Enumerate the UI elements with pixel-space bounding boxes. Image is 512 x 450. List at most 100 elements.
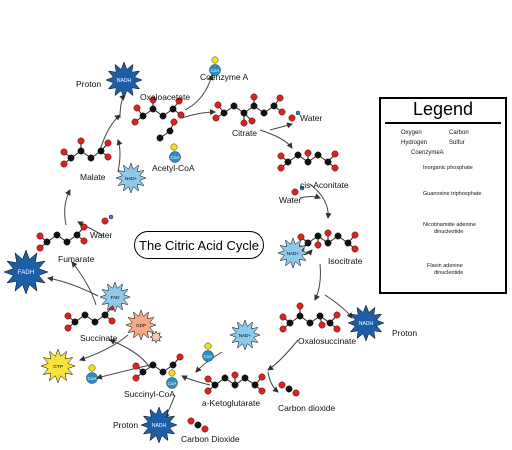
- succinate-oxygen-atom: [108, 317, 116, 325]
- cis-aconitate-oxygen-atom: [331, 164, 339, 172]
- arrow-citrate-to-aconitate: [259, 129, 293, 149]
- diagram-title: The Citric Acid Cycle: [134, 231, 264, 259]
- gtp-badge-text: GTP: [53, 364, 63, 370]
- arrow-isocitrate-to-oxalosuccinate: [314, 263, 321, 301]
- fumarate-carbon-atom: [63, 238, 71, 246]
- succinyl-coa-carbon-atom: [169, 361, 177, 369]
- legend-hydrogen-label: Hydrogen: [401, 140, 428, 146]
- a-ketoglutarate-oxygen-atom: [258, 373, 266, 381]
- arrow-nadh-out-top: [119, 94, 126, 119]
- label-a-ketoglutarate: a-Ketoglutarate: [202, 398, 261, 408]
- cis-aconitate-carbon-atom: [294, 151, 302, 159]
- succinate-carbon-atom: [81, 311, 89, 319]
- arrow-co2-release-1: [267, 371, 279, 393]
- fadh-badge-text: FADH: [18, 269, 34, 276]
- arrow-oxaloacetate-to-citrate: [181, 109, 216, 119]
- water-fumarate-hydrogen-atom: [108, 214, 114, 220]
- arrow-water-release-citrate: [269, 122, 293, 131]
- oxaloacetate-oxygen-atom: [175, 97, 183, 105]
- oxalosuccinate-oxygen-atom: [333, 311, 341, 319]
- a-ketoglutarate-carbon-atom: [241, 374, 249, 382]
- malate-oxygen-atom: [104, 153, 112, 161]
- cis-aconitate-carbon-atom: [314, 151, 322, 159]
- legend-box: Legend Oxygen Carbon Hydrogen Sulfur Coe…: [379, 97, 507, 294]
- cis-aconitate-oxygen-atom: [277, 152, 285, 160]
- arrow-coa-release-bottom: [96, 364, 151, 380]
- malate-carbon-atom: [97, 147, 105, 155]
- nadh-badge-top-text: NADH: [117, 78, 132, 84]
- arrow-nad-to-malate: [116, 139, 123, 173]
- cis-aconitate-oxygen-atom: [304, 149, 312, 157]
- coenzyme-a-coa-icon: [209, 64, 221, 76]
- fumarate-carbon-atom: [73, 231, 81, 239]
- oxalosuccinate-oxygen-atom: [279, 325, 287, 333]
- isocitrate-oxygen-atom: [351, 245, 359, 253]
- legend-title: Legend: [412, 99, 474, 119]
- isocitrate-oxygen-atom: [324, 229, 332, 237]
- a-ketoglutarate-oxygen-atom: [204, 375, 212, 383]
- arrow-fad-to-fadh: [47, 275, 99, 297]
- arrow-ketoglutarate-to-succinylcoa: [181, 375, 211, 386]
- acetyl-coa-coa-icon: [169, 151, 181, 163]
- fad-badge-icon: [99, 281, 131, 313]
- label-oxaloacetate: Oxaloacetate: [140, 92, 191, 102]
- oxalosuccinate-oxygen-atom: [333, 325, 341, 333]
- nadh-badge-right-text: NADH: [359, 321, 374, 327]
- legend-carbon-label: Carbon: [449, 130, 469, 136]
- arrow-succinate-to-fumarate: [71, 261, 97, 306]
- legend-nadh-desc-2: dinucleotide: [434, 229, 464, 235]
- water-aconitate-oxygen-atom: [291, 188, 299, 196]
- a-ketoglutarate-carbon-atom: [231, 381, 239, 389]
- fumarate-carbon-atom: [43, 238, 51, 246]
- label-cis-aconitate: cis-Aconitate: [300, 180, 349, 190]
- fumarate-oxygen-atom: [36, 232, 44, 240]
- nadh-badge-right-icon: [347, 304, 385, 342]
- label-proton-right: Proton: [392, 328, 418, 338]
- isocitrate-oxygen-atom: [351, 231, 359, 239]
- ketoglutarate-coa-sulfur-atom: [204, 342, 212, 350]
- acetyl-coa-carbon-atom: [156, 134, 164, 142]
- legend-divider: [385, 122, 501, 124]
- oxaloacetate-oxygen-atom: [133, 104, 141, 112]
- arrow-fumarate-to-malate: [64, 189, 71, 226]
- oxalosuccinate-carbon-atom: [306, 319, 314, 327]
- oxaloacetate-oxygen-atom: [177, 111, 185, 119]
- succinyl-coa-oxygen-atom: [132, 362, 140, 370]
- fadh-badge-icon: [3, 249, 49, 295]
- succinyl-coa-sulfur-atom: [168, 369, 176, 377]
- co2-1-oxygen-atom: [292, 389, 300, 397]
- succinyl-coa-carbon-atom: [139, 368, 147, 376]
- label-succinyl-coa: Succinyl-CoA: [124, 389, 176, 399]
- label-malate: Malate: [80, 172, 106, 182]
- label-carbon-dioxide-1: Carbon dioxide: [278, 403, 336, 413]
- coenzyme-a-coa-text: CoA: [211, 68, 220, 73]
- citrate-oxygen-atom: [250, 93, 258, 101]
- oxaloacetate-carbon-atom: [139, 112, 147, 120]
- succinyl-coa-coa-icon: [166, 377, 178, 389]
- arrow-nad-to-ketoglutarate: [195, 351, 223, 373]
- cis-aconitate-carbon-atom: [304, 158, 312, 166]
- co2-2-carbon-atom: [194, 421, 202, 429]
- cis-aconitate-oxygen-atom: [331, 150, 339, 158]
- fumarate-carbon-atom: [53, 231, 61, 239]
- arrow-oxalosuccinate-to-ketoglutarate: [267, 339, 299, 371]
- water-citrate-oxygen-atom: [288, 114, 296, 122]
- isocitrate-carbon-atom: [314, 232, 322, 240]
- citrate-oxygen-atom: [248, 117, 256, 125]
- arrow-aconitate-to-isocitrate: [309, 183, 332, 219]
- succinate-carbon-atom: [91, 318, 99, 326]
- legend-sulfur-label: Sulfur: [449, 140, 465, 146]
- legend-fadh-desc-2: dinucleotide: [434, 270, 464, 276]
- nad-badge-isocitrate-icon: [277, 237, 309, 269]
- malate-carbon-atom: [77, 147, 85, 155]
- label-succinate: Succinate: [80, 333, 118, 343]
- ketoglutarate-coa-coa-text: CoA: [204, 354, 213, 359]
- nad-badge-isocitrate-text: NAD+: [287, 251, 300, 256]
- a-ketoglutarate-carbon-atom: [221, 374, 229, 382]
- acetyl-coa-coa-text: CoA: [171, 155, 180, 160]
- isocitrate-carbon-atom: [304, 239, 312, 247]
- label-oxalosuccinate: Oxalosuccinate: [298, 336, 357, 346]
- malate-oxygen-atom: [77, 137, 85, 145]
- oxalosuccinate-oxygen-atom: [279, 313, 287, 321]
- succinate-carbon-atom: [71, 318, 79, 326]
